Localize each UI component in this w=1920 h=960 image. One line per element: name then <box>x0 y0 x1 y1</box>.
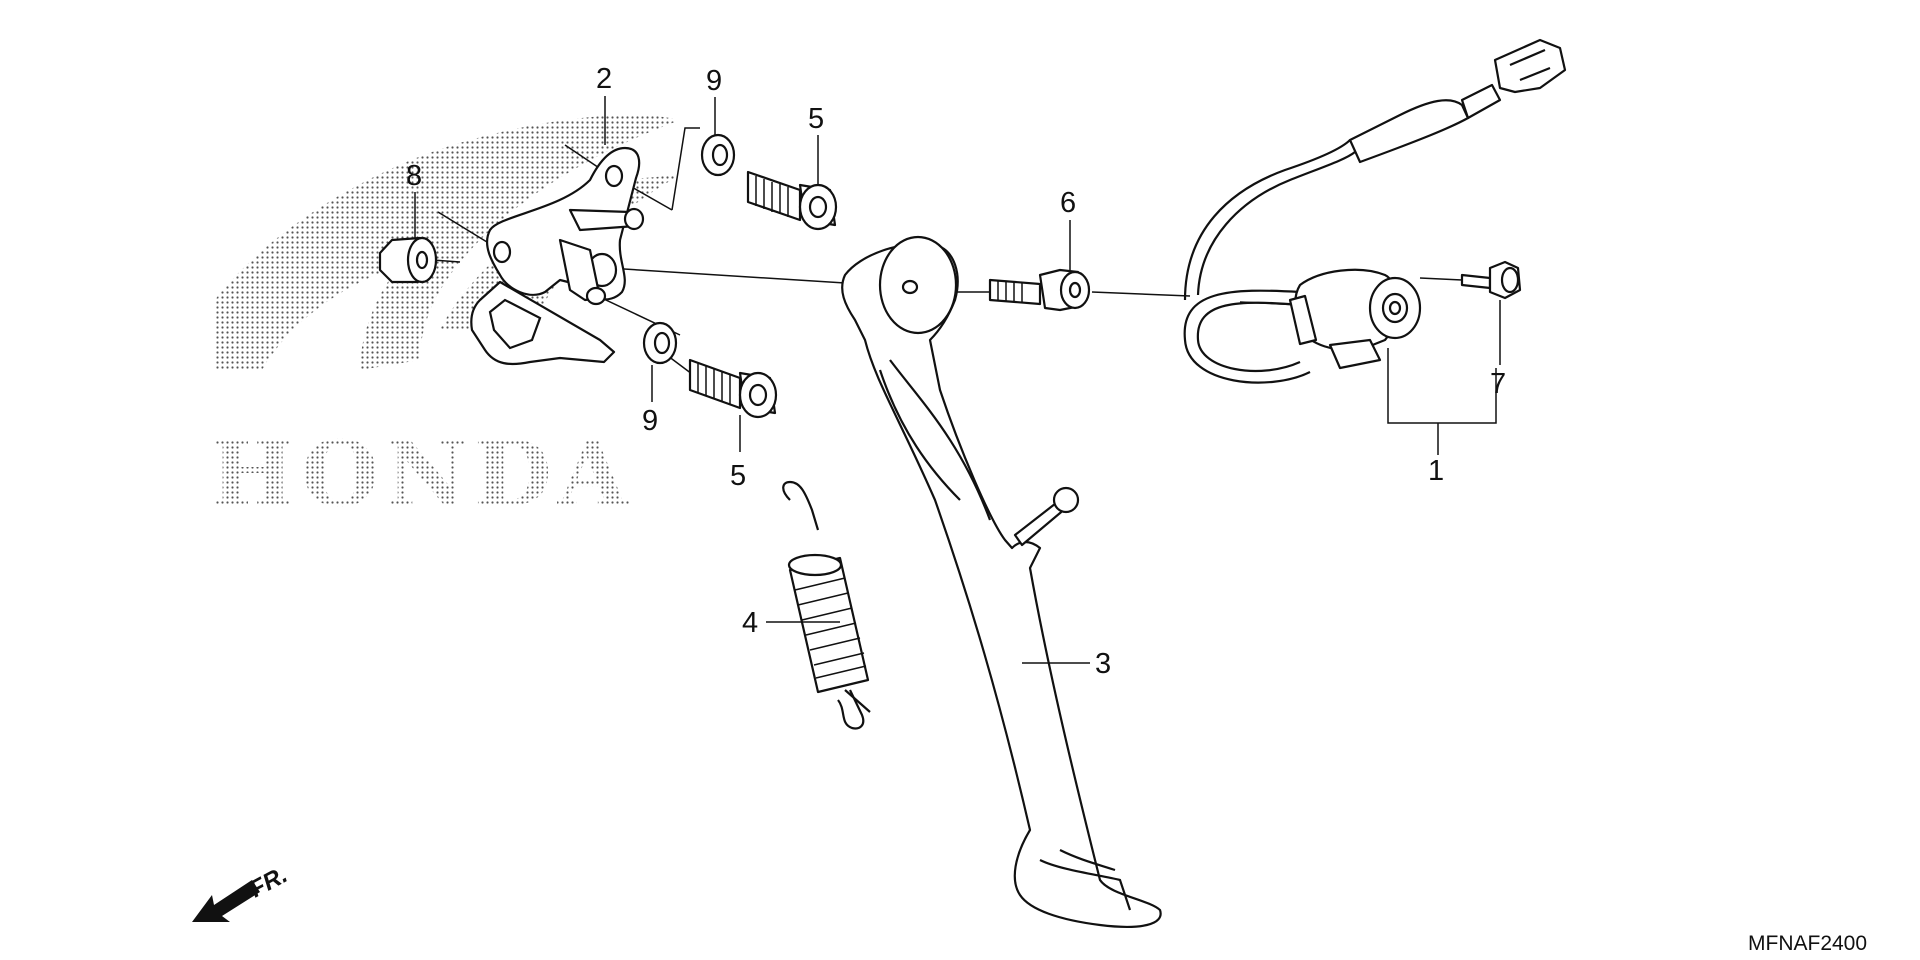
callout-5-upper: 5 <box>808 103 824 135</box>
part-1-side-stand-switch <box>1183 38 1567 384</box>
part-2-bracket <box>470 146 645 366</box>
part-3-side-stand <box>841 235 1162 928</box>
callout-5-lower: 5 <box>730 460 746 492</box>
callout-4: 4 <box>742 607 758 639</box>
diagram-code: MFNAF2400 <box>1748 932 1867 955</box>
part-8-flange-nut <box>378 236 438 284</box>
part-5-socket-bolt-upper <box>746 170 838 231</box>
part-9-washer-upper <box>700 133 736 177</box>
front-direction-label: FR. <box>245 861 292 903</box>
callout-9-lower: 9 <box>642 405 658 437</box>
callout-2: 2 <box>596 63 612 95</box>
honda-watermark: HONDA <box>210 115 680 527</box>
part-4-spring <box>782 480 871 730</box>
front-direction-arrow-icon <box>192 880 260 922</box>
part-7-switch-bolt <box>1460 260 1522 300</box>
honda-wing-logo <box>215 115 680 371</box>
part-6-pivot-bolt <box>988 268 1091 312</box>
callout-labels: 1 2 3 4 5 5 6 7 8 9 9 <box>406 63 1506 680</box>
leader-lines <box>414 96 1501 664</box>
callout-7: 7 <box>1490 368 1506 400</box>
callout-1: 1 <box>1428 455 1444 487</box>
part-5-socket-bolt-lower <box>688 358 778 419</box>
callout-3: 3 <box>1095 648 1111 680</box>
honda-wordmark: HONDA <box>210 421 634 527</box>
part-9-washer-lower <box>642 321 678 365</box>
callout-8: 8 <box>406 160 422 192</box>
callout-9-upper: 9 <box>706 65 722 97</box>
callout-6: 6 <box>1060 187 1076 219</box>
front-direction-indicator: FR. <box>192 861 292 922</box>
